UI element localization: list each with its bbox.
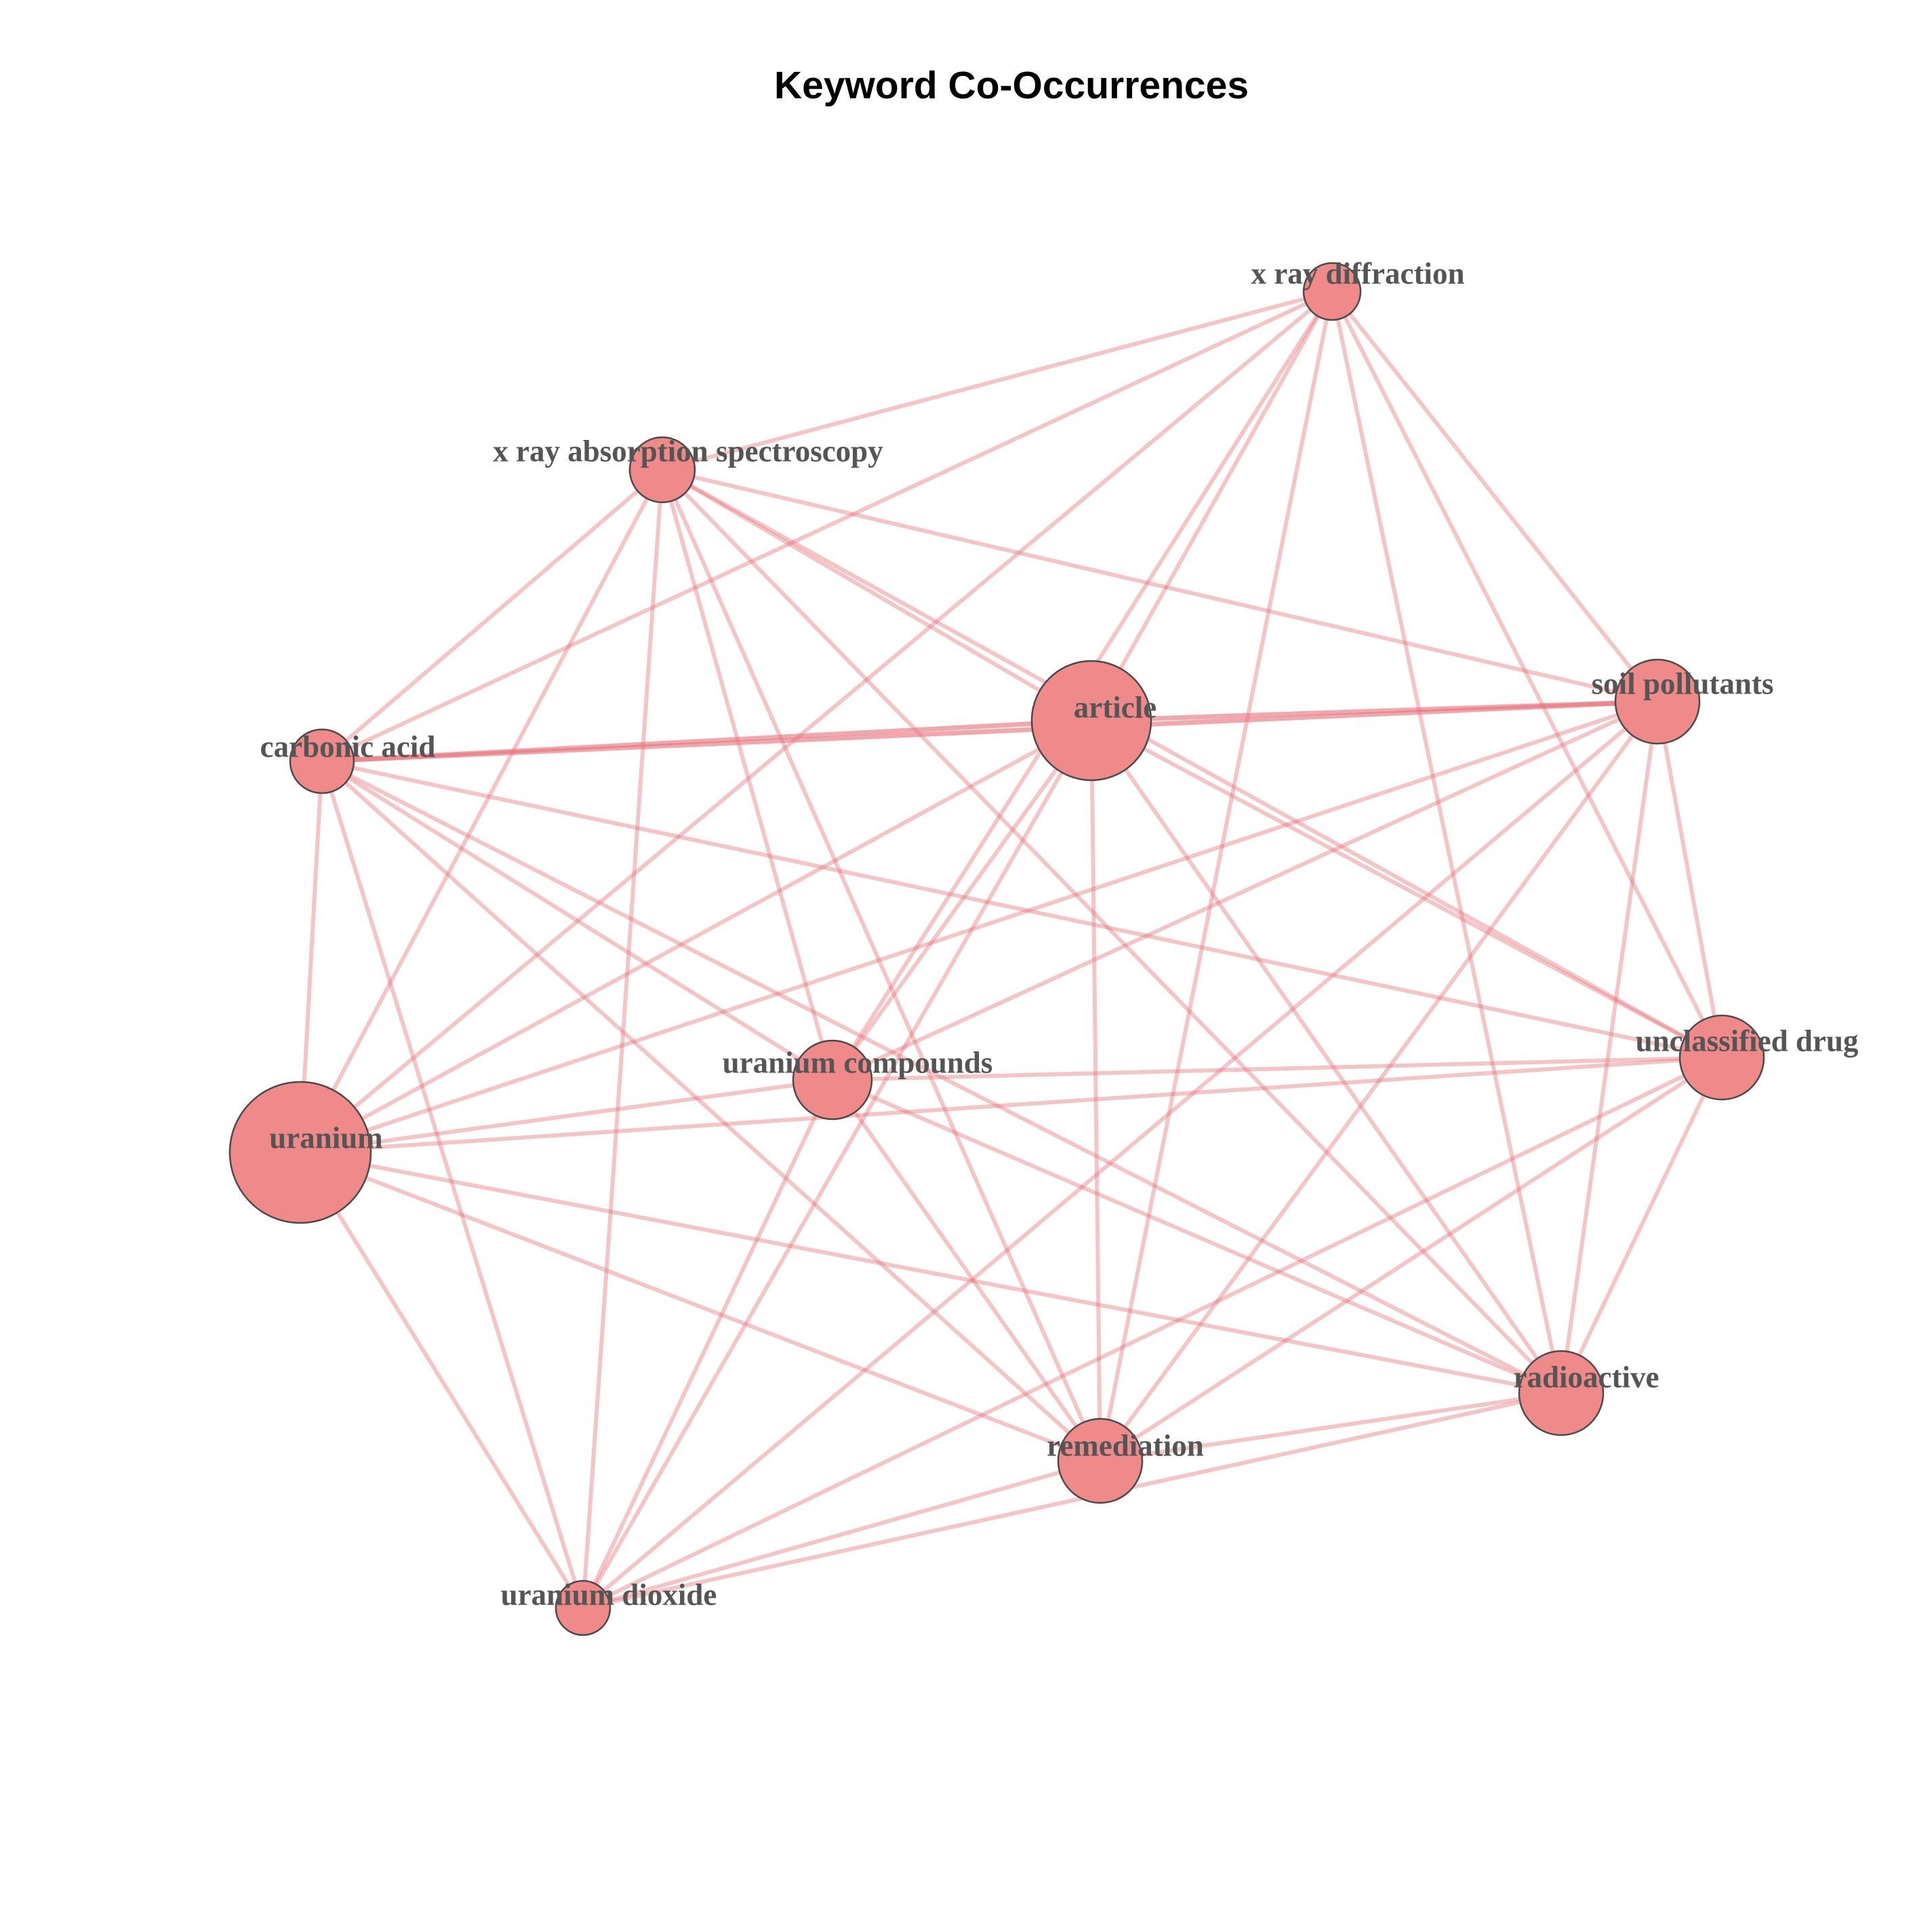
- node-label-article: article: [1074, 690, 1156, 724]
- node-label-soil-pollutants: soil pollutants: [1592, 666, 1774, 700]
- chart-title: Keyword Co-Occurrences: [774, 64, 1249, 107]
- node-article[interactable]: [1030, 660, 1152, 782]
- nodes-layer: [228, 262, 1765, 1636]
- edge-uranium-unclassified-drug: [300, 1055, 1723, 1154]
- edge-x-ray-diffraction-article: [1089, 290, 1334, 722]
- edge-soil-pollutants-radioactive: [1559, 701, 1659, 1394]
- edge-radioactive-uranium-dioxide: [582, 1391, 1562, 1610]
- node-label-remediation: remediation: [1047, 1428, 1204, 1462]
- edge-x-ray-diffraction-remediation: [1098, 291, 1334, 1462]
- edge-x-ray-diffraction-carbonic-acid: [321, 289, 1333, 763]
- edge-uranium-remediation: [299, 1150, 1102, 1463]
- node-x-ray-diffraction[interactable]: [1302, 262, 1362, 321]
- edges-layer: [298, 289, 1724, 1610]
- edge-soil-pollutants-uranium-dioxide: [582, 700, 1659, 1610]
- edge-carbonic-acid-uranium-compounds: [321, 759, 834, 1082]
- node-remediation[interactable]: [1057, 1417, 1144, 1504]
- edge-x-ray-absorption-spectroscopy-article: [661, 468, 1093, 723]
- node-unclassified-drug[interactable]: [1678, 1014, 1765, 1101]
- node-soil-pollutants[interactable]: [1614, 658, 1701, 745]
- edge-remediation-uranium-dioxide: [582, 1459, 1101, 1610]
- edge-carbonic-acid-remediation: [320, 759, 1102, 1463]
- edge-article-uranium-dioxide: [581, 719, 1093, 1609]
- edge-carbonic-acid-radioactive: [321, 759, 1563, 1395]
- edge-soil-pollutants-uranium: [300, 700, 1658, 1154]
- edge-x-ray-absorption-spectroscopy-carbonic-acid: [321, 468, 664, 763]
- node-uranium-dioxide[interactable]: [555, 1579, 611, 1636]
- edge-article-radioactive: [1089, 719, 1563, 1394]
- edge-uranium-compounds-radioactive: [831, 1078, 1563, 1395]
- node-label-radioactive: radioactive: [1514, 1360, 1659, 1394]
- edge-x-ray-absorption-spectroscopy-soil-pollutants: [662, 468, 1658, 704]
- node-label-uranium-compounds: uranium compounds: [723, 1045, 993, 1079]
- edge-uranium-radioactive: [300, 1150, 1562, 1395]
- edge-article-uranium: [299, 719, 1093, 1154]
- edge-x-ray-absorption-spectroscopy-radioactive: [660, 468, 1563, 1395]
- node-radioactive[interactable]: [1518, 1350, 1605, 1436]
- edge-x-ray-absorption-spectroscopy-uranium: [298, 468, 664, 1154]
- edge-carbonic-acid-soil-pollutants: [321, 699, 1658, 764]
- edge-uranium-compounds-uranium: [300, 1078, 833, 1154]
- edge-article-uranium-compounds: [830, 719, 1093, 1081]
- node-label-x-ray-absorption-spectroscopy: x ray absorption spectroscopy: [493, 434, 883, 468]
- edge-uranium-compounds-remediation: [830, 1079, 1102, 1462]
- edge-x-ray-absorption-spectroscopy-uranium-compounds: [660, 469, 834, 1081]
- edge-unclassified-drug-remediation: [1099, 1055, 1723, 1463]
- node-carbonic-acid[interactable]: [289, 728, 355, 794]
- edge-x-ray-absorption-spectroscopy-uranium-dioxide: [581, 469, 664, 1609]
- edge-x-ray-diffraction-uranium: [299, 289, 1333, 1154]
- edge-soil-pollutants-uranium-compounds: [831, 700, 1659, 1082]
- edge-soil-pollutants-remediation: [1098, 700, 1659, 1462]
- edge-uranium-uranium-dioxide: [298, 1151, 585, 1609]
- edge-x-ray-diffraction-radioactive: [1330, 291, 1563, 1394]
- edge-carbonic-acid-unclassified-drug: [321, 759, 1723, 1060]
- edge-remediation-radioactive: [1100, 1391, 1562, 1463]
- node-uranium-compounds[interactable]: [792, 1039, 873, 1121]
- edge-unclassified-drug-uranium-dioxide: [582, 1055, 1723, 1610]
- edge-carbonic-acid-uranium-dioxide: [320, 761, 585, 1609]
- edge-article-unclassified-drug: [1090, 719, 1723, 1060]
- edge-x-ray-diffraction-unclassified-drug: [1330, 290, 1724, 1059]
- edge-uranium-compounds-uranium-dioxide: [581, 1079, 834, 1609]
- edge-soil-pollutants-unclassified-drug: [1655, 701, 1724, 1058]
- node-x-ray-absorption-spectroscopy[interactable]: [628, 436, 696, 504]
- labels-layer: x ray diffraction x ray absorption spectr…: [260, 256, 1859, 1611]
- node-label-carbonic-acid: carbonic acid: [260, 729, 436, 763]
- edge-unclassified-drug-radioactive: [1559, 1056, 1724, 1394]
- node-label-uranium-dioxide: uranium dioxide: [501, 1577, 717, 1611]
- node-label-x-ray-diffraction: x ray diffraction: [1251, 256, 1465, 290]
- edge-x-ray-absorption-spectroscopy-unclassified-drug: [661, 468, 1723, 1060]
- node-uranium[interactable]: [228, 1081, 372, 1224]
- node-label-uranium: uranium: [269, 1121, 383, 1154]
- edge-article-remediation: [1089, 720, 1102, 1462]
- node-label-unclassified-drug: unclassified drug: [1636, 1024, 1859, 1058]
- edge-uranium-compounds-unclassified-drug: [832, 1055, 1723, 1082]
- edge-x-ray-absorption-spectroscopy-remediation: [660, 468, 1102, 1462]
- edge-x-ray-diffraction-soil-pollutants: [1330, 290, 1659, 703]
- edge-article-soil-pollutants: [1091, 699, 1658, 723]
- edge-x-ray-diffraction-x-ray-absorption-spectroscopy: [662, 289, 1333, 472]
